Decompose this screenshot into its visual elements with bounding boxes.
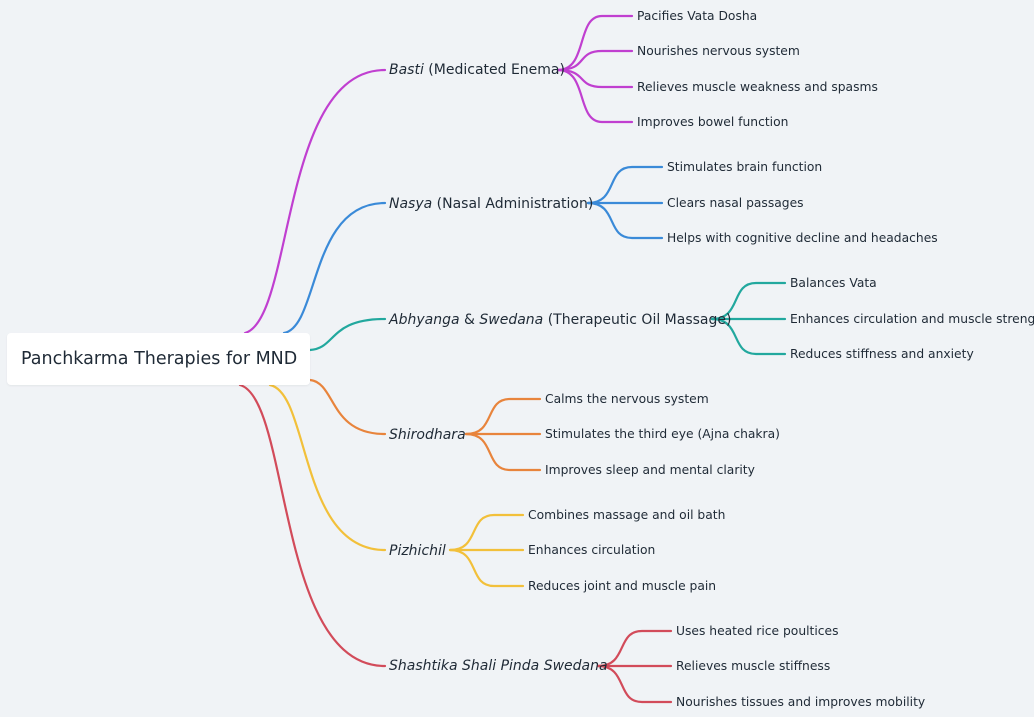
root-connector [268, 383, 387, 552]
leaf-node[interactable]: Improves bowel function [637, 115, 789, 129]
leaf-connector [586, 201, 664, 240]
leaf-node[interactable]: Relieves muscle stiffness [676, 659, 831, 673]
branch-label-mid: & [459, 312, 480, 328]
leaf-connector [464, 397, 542, 436]
leaf-connector [448, 548, 525, 588]
branch-node-abhyanga-swedana[interactable]: Abhyanga & Swedana (Therapeutic Oil Mass… [389, 311, 731, 329]
leaf-node[interactable]: Uses heated rice poultices [676, 624, 839, 638]
leaf-node[interactable]: Stimulates the third eye (Ajna chakra) [545, 427, 780, 441]
leaf-node[interactable]: Reduces joint and muscle pain [528, 579, 717, 593]
root-label: Panchkarma Therapies for MND [21, 349, 298, 369]
root-connector [282, 201, 387, 335]
leaf-connector [556, 68, 634, 124]
branch-label-italic: Shashtika Shali Pinda Swedana [389, 658, 608, 674]
leaf-node[interactable]: Combines massage and oil bath [528, 508, 726, 522]
leaf-connector [596, 664, 673, 704]
leaf-node[interactable]: Stimulates brain function [667, 160, 823, 174]
branch-label-italic: Nasya [389, 196, 433, 212]
leaf-connector [596, 629, 673, 668]
leaf-connector [710, 317, 787, 356]
root-connector [308, 378, 387, 436]
branch-node-shirodhara[interactable]: Shirodhara [389, 426, 466, 444]
leaf-connector [556, 68, 634, 89]
branch-label-italic: Abhyanga [389, 312, 460, 328]
branch-label-italic: Shirodhara [389, 427, 466, 443]
leaf-node[interactable]: Reduces stiffness and anxiety [790, 347, 974, 361]
branch-node-shashtika-shali-pinda-swedana[interactable]: Shashtika Shali Pinda Swedana [389, 657, 608, 675]
branch-node-nasya[interactable]: Nasya (Nasal Administration) [389, 195, 593, 213]
branch-label-rest: (Nasal Administration) [432, 196, 594, 212]
leaf-node[interactable]: Helps with cognitive decline and headach… [667, 231, 938, 245]
leaf-node[interactable]: Balances Vata [790, 276, 877, 290]
leaf-connector [556, 14, 634, 72]
leaf-node[interactable]: Clears nasal passages [667, 196, 804, 210]
leaf-connector [710, 281, 787, 321]
root-connector [308, 317, 387, 352]
root-connector [243, 68, 387, 335]
branch-label-italic: Pizhichil [389, 543, 446, 559]
leaf-node[interactable]: Enhances circulation [528, 543, 656, 557]
leaf-connector [556, 49, 634, 72]
leaf-node[interactable]: Improves sleep and mental clarity [545, 463, 755, 477]
branch-label-italic: Basti [389, 62, 424, 78]
branch-node-basti[interactable]: Basti (Medicated Enema) [389, 61, 565, 79]
leaf-node[interactable]: Nourishes tissues and improves mobility [676, 695, 926, 709]
leaf-node[interactable]: Calms the nervous system [545, 392, 709, 406]
branch-label-rest: (Therapeutic Oil Massage) [543, 312, 732, 328]
root-connector [238, 383, 387, 668]
leaf-node[interactable]: Nourishes nervous system [637, 44, 800, 58]
branch-node-pizhichil[interactable]: Pizhichil [389, 542, 446, 560]
leaf-node[interactable]: Enhances circulation and muscle strength [790, 312, 1034, 326]
leaf-node[interactable]: Pacifies Vata Dosha [637, 9, 758, 23]
branch-label-rest: (Medicated Enema) [423, 62, 565, 78]
leaf-node[interactable]: Relieves muscle weakness and spasms [637, 80, 878, 94]
leaf-connector [448, 513, 525, 552]
root-node[interactable]: Panchkarma Therapies for MND [7, 333, 310, 385]
leaf-connector [586, 165, 664, 205]
branch-label-italic-2: Swedana [479, 312, 544, 328]
leaf-connector [464, 432, 542, 472]
